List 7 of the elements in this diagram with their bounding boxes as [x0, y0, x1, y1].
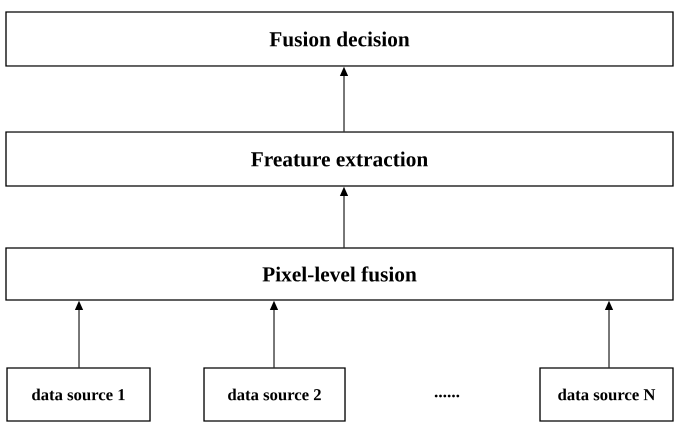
source-box: data source 1 [6, 367, 151, 422]
layer-box: Pixel-level fusion [5, 247, 674, 301]
ellipsis-label: ...... [434, 394, 460, 398]
layer-box: Freature extraction [5, 131, 674, 187]
layer-box: Fusion decision [5, 11, 674, 67]
source-box: data source N [539, 367, 674, 422]
source-box: data source 2 [203, 367, 346, 422]
